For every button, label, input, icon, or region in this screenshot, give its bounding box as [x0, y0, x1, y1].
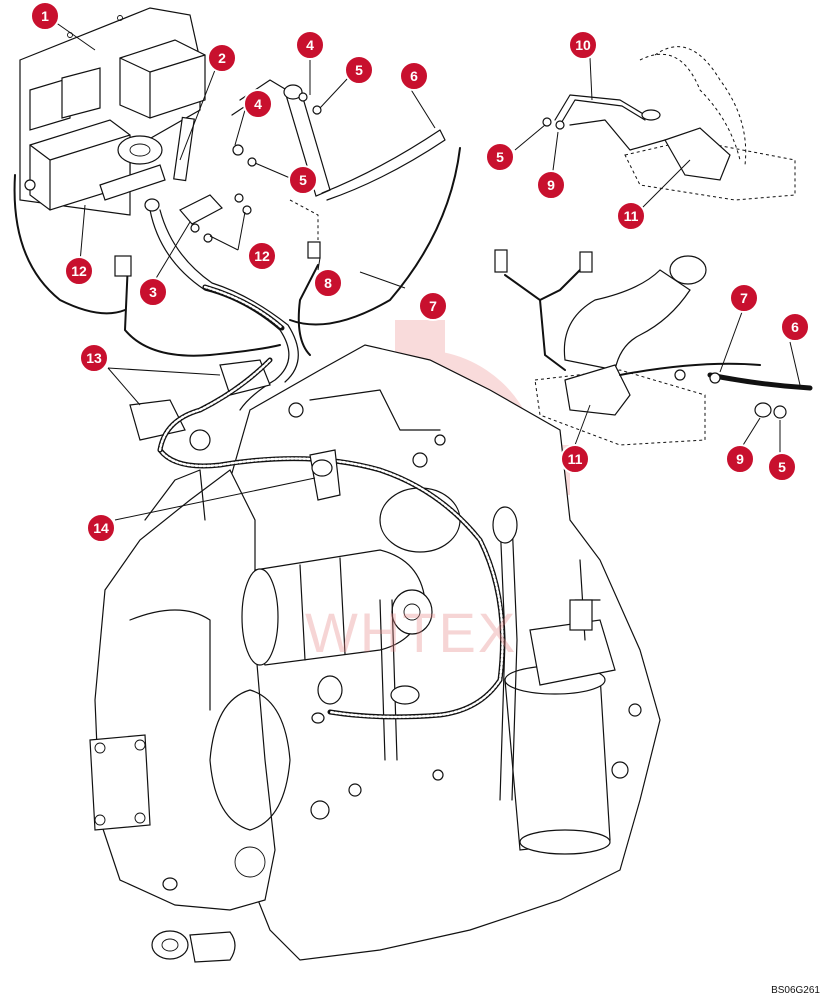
callout-label: 7	[429, 298, 437, 314]
callout-6-a[interactable]: 6	[399, 61, 429, 91]
callout-label: 13	[86, 350, 102, 366]
callout-label: 9	[736, 451, 744, 467]
callout-2[interactable]: 2	[207, 43, 237, 73]
engine-block	[89, 344, 661, 961]
callout-13[interactable]: 13	[79, 343, 109, 373]
mid-right-detail	[494, 249, 813, 446]
callout-label: 2	[218, 50, 226, 66]
callout-6-b[interactable]: 6	[780, 312, 810, 342]
callout-5-c[interactable]: 5	[485, 142, 515, 172]
callout-11-b[interactable]: 11	[560, 444, 590, 474]
callout-label: 12	[71, 263, 87, 279]
callout-12-a[interactable]: 12	[64, 256, 94, 286]
callout-label: 6	[410, 68, 418, 84]
terminal-detail	[151, 930, 236, 963]
leader-lines	[54, 21, 801, 521]
relay-panel	[19, 7, 206, 216]
callout-4-b[interactable]: 4	[243, 89, 273, 119]
callout-9-b[interactable]: 9	[725, 444, 755, 474]
callout-8[interactable]: 8	[313, 268, 343, 298]
callout-label: 5	[496, 149, 504, 165]
reference-code: BS06G261	[771, 985, 820, 996]
callout-label: 3	[149, 284, 157, 300]
watermark-text: WHTEX	[305, 601, 518, 664]
callout-label: 12	[254, 248, 270, 264]
callout-label: 5	[299, 172, 307, 188]
callout-label: 14	[93, 520, 109, 536]
callout-11-a[interactable]: 11	[616, 201, 646, 231]
callout-1[interactable]: 1	[30, 1, 60, 31]
callout-label: 8	[324, 275, 332, 291]
callout-7-a[interactable]: 7	[418, 291, 448, 321]
top-right-detail	[542, 46, 796, 201]
callout-label: 9	[547, 177, 555, 193]
callout-label: 6	[791, 319, 799, 335]
callout-12-b[interactable]: 12	[247, 241, 277, 271]
callout-label: 5	[778, 459, 786, 475]
callout-label: 4	[254, 96, 262, 112]
callout-label: 5	[355, 62, 363, 78]
callout-10[interactable]: 10	[568, 30, 598, 60]
callout-5-a[interactable]: 5	[344, 55, 374, 85]
ground-cable	[157, 357, 505, 720]
callout-5-e[interactable]: 5	[767, 452, 797, 482]
callout-label: 11	[624, 208, 639, 224]
callout-4-a[interactable]: 4	[295, 30, 325, 60]
callout-label: 7	[740, 290, 748, 306]
callout-label: 10	[575, 37, 591, 53]
callout-14[interactable]: 14	[86, 513, 116, 543]
callout-9-a[interactable]: 9	[536, 170, 566, 200]
callout-7-b[interactable]: 7	[729, 283, 759, 313]
callout-label: 11	[568, 451, 583, 467]
callout-label: 4	[306, 37, 314, 53]
callout-label: 1	[41, 8, 49, 24]
callout-3[interactable]: 3	[138, 277, 168, 307]
callout-5-b[interactable]: 5	[288, 165, 318, 195]
